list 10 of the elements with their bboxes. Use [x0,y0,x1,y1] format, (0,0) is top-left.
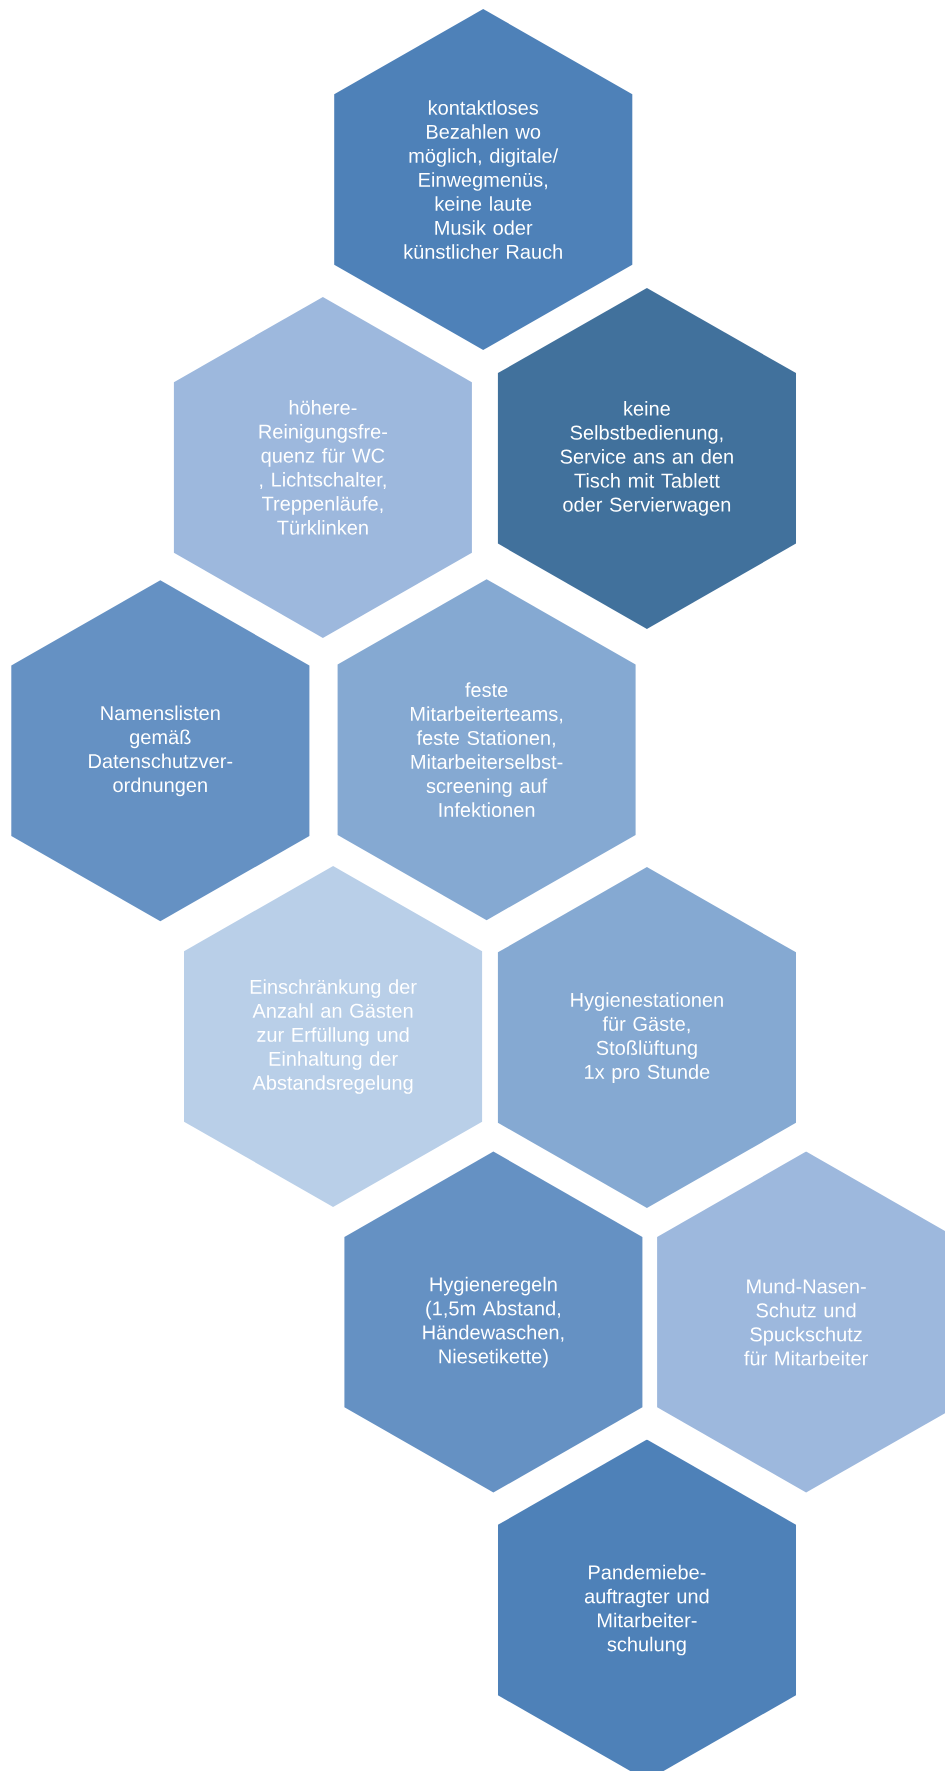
hexagon: feste Mitarbeiterteams, feste Stationen, Mitarbeiterselbst- screening auf Infektionen [337,579,636,921]
hexagon: höhere- Reinigungsfre- quenz für WC , Lichtschalter, Treppenläufe, Türklinken [173,296,472,638]
hexagon: Mund-Nasen- Schutz und Spuckschutz für Mitarbeiter [657,1151,945,1493]
hexagon: kontaktloses Bezahlen wo möglich, digitale/ Einwegmenüs, keine laute Musik oder künstlicher Rauch [334,9,633,350]
hexagon: keine Selbstbedienung, Service ans an den Tisch mit Tablett oder Servierwagen [497,287,796,629]
hexagon: Hygieneregeln (1,5m Abstand, Händewaschen, Niesetikette) [344,1151,643,1493]
hexagon: Einschränkung der Anzahl an Gästen zur Erfüllung und Einhaltung der Abstandsregelung [184,866,483,1207]
hexagon: Hygienestationen für Gäste, Stoßlüftung 1x pro Stunde [497,867,796,1209]
hexagon: Namenslisten gemäß Datenschutzver- ordnungen [11,580,310,922]
hexagon: Pandemiebe- auftragter und Mitarbeiter- schulung [497,1439,796,1771]
